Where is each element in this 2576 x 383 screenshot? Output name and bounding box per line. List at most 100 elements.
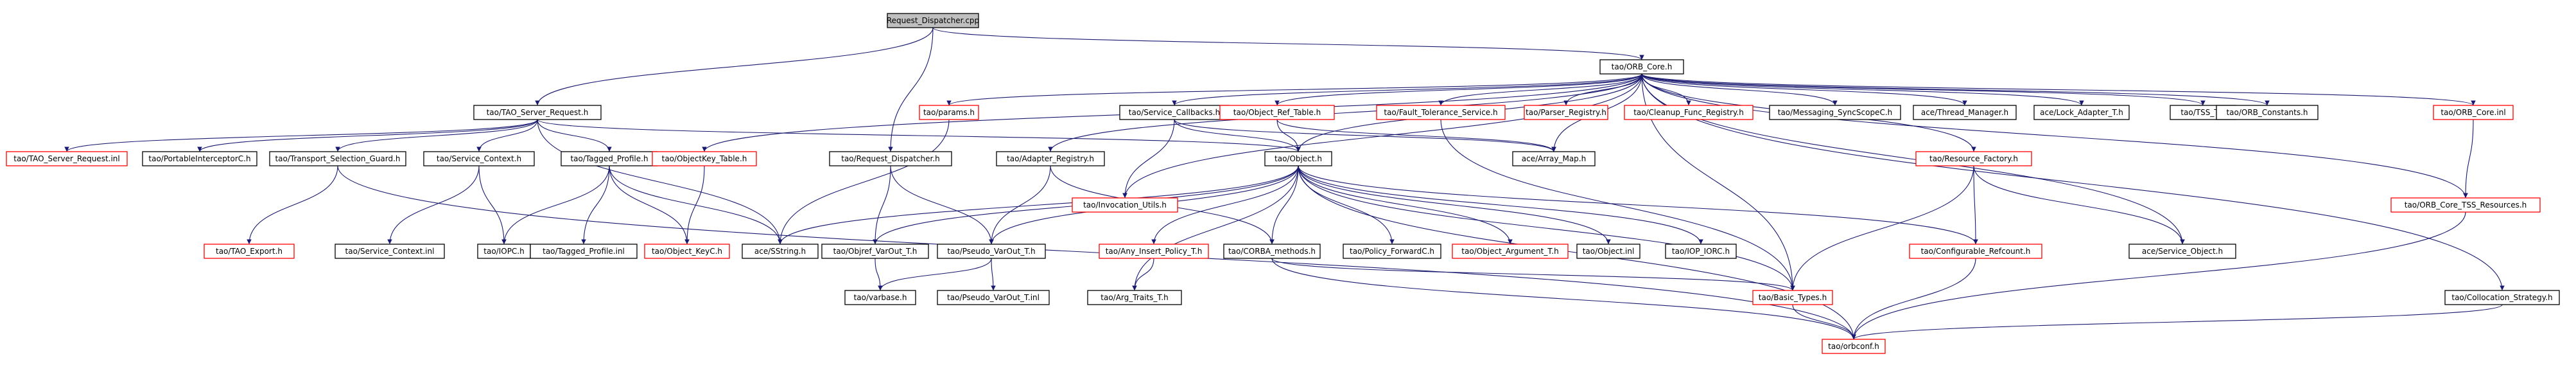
include-file-node[interactable]: tao/Basic_Types.h (1752, 290, 1833, 305)
include-file-node[interactable]: tao/Policy_ForwardC.h (1343, 244, 1441, 259)
include-file-node[interactable]: tao/IOP_IORC.h (1665, 244, 1737, 259)
node-box (2433, 105, 2514, 120)
node-box (821, 244, 929, 259)
node-box (1219, 105, 1335, 120)
include-file-node[interactable]: tao/Service_Callbacks.h (1119, 105, 1230, 120)
include-file-node[interactable]: tao/PortableInterceptorC.h (142, 151, 257, 166)
include-file-node[interactable]: tao/Adapter_Registry.h (996, 151, 1105, 166)
include-file-node[interactable]: tao/Service_Context.h (423, 151, 535, 166)
include-file-node[interactable]: tao/Object.h (1264, 151, 1332, 166)
node-box (1913, 105, 2017, 120)
edge-n1-n22 (1048, 73, 1642, 152)
include-file-node[interactable]: ace/SString.h (742, 244, 819, 259)
node-box (2216, 105, 2319, 120)
include-file-node[interactable]: tao/Object.inl (1576, 244, 1640, 259)
node-box (1576, 244, 1640, 259)
include-file-node[interactable]: tao/ORB_Core.inl (2433, 105, 2514, 120)
include-file-node[interactable]: tao/Request_Dispatcher.h (829, 151, 952, 166)
edge-n2-n33 (537, 119, 783, 245)
edge-n24-n41 (1298, 165, 1703, 245)
include-file-node[interactable]: tao/Object_Argument_T.h (1452, 244, 1569, 259)
node-box (919, 105, 979, 120)
include-file-node[interactable]: tao/Parser_Registry.h (1524, 105, 1608, 120)
node-box (1524, 105, 1608, 120)
edge-n1-n12 (1641, 73, 2206, 106)
include-file-node[interactable]: tao/Pseudo_VarOut_T.h (937, 244, 1046, 259)
include-file-node[interactable]: tao/Tagged_Profile.inl (530, 244, 638, 259)
include-file-node[interactable]: tao/Object_KeyC.h (644, 244, 730, 259)
include-file-node[interactable]: tao/params.h (919, 105, 979, 120)
node-box (1343, 244, 1441, 259)
node-label: tao/Messaging_SyncScopeC.h (1778, 108, 1893, 117)
node-label: tao/orbconf.h (1828, 342, 1879, 351)
include-file-node[interactable]: tao/Cleanup_Func_Registry.h (1624, 105, 1754, 120)
include-file-node[interactable]: ace/Lock_Adapter_T.h (2033, 105, 2130, 120)
include-file-node[interactable]: tao/IOPC.h (477, 244, 531, 259)
edge-n1-n13 (1641, 73, 2270, 106)
include-file-node[interactable]: tao/Messaging_SyncScopeC.h (1769, 105, 1901, 120)
include-file-node[interactable]: tao/ORB_Core_TSS_Resources.h (2390, 197, 2541, 213)
edge-n4-n23 (1122, 119, 1175, 199)
node-label: tao/Resource_Factory.h (1929, 154, 2018, 163)
node-box (473, 105, 602, 120)
node-label: tao/PortableInterceptorC.h (148, 154, 250, 163)
node-box (1512, 151, 1596, 166)
node-box (644, 244, 730, 259)
edge-n26-n43 (1973, 165, 2185, 245)
node-label: ace/SString.h (754, 247, 806, 256)
edge-n47-n49 (1792, 304, 1856, 340)
include-file-node[interactable]: ace/Thread_Manager.h (1913, 105, 2017, 120)
node-label: tao/Adapter_Registry.h (1007, 154, 1094, 163)
node-box (6, 151, 128, 166)
edge-n35-n45 (991, 258, 996, 291)
node-label: tao/Tagged_Profile.inl (543, 247, 625, 256)
edge-n19-n33 (609, 165, 783, 245)
include-file-node[interactable]: tao/Pseudo_VarOut_T.inl (937, 290, 1050, 305)
edge-n18-n30 (478, 165, 507, 245)
include-file-node[interactable]: tao/TAO_Server_Request.h (473, 105, 602, 120)
include-file-node[interactable]: tao/Invocation_Utils.h (1072, 197, 1178, 213)
include-file-node[interactable]: ace/Array_Map.h (1512, 151, 1596, 166)
include-file-node[interactable]: tao/varbase.h (844, 290, 916, 305)
edge-n26-n47 (1790, 165, 1974, 291)
include-file-node[interactable]: tao/CORBA_methods.h (1223, 244, 1321, 259)
edge-n24-n47 (1298, 165, 1795, 291)
node-box (937, 244, 1046, 259)
include-file-node[interactable]: tao/ORB_Constants.h (2216, 105, 2319, 120)
node-label: tao/Transport_Selection_Guard.h (275, 154, 400, 163)
edge-n21-n34 (873, 165, 891, 245)
include-file-node[interactable]: tao/orbconf.h (1822, 339, 1886, 354)
include-file-node[interactable]: tao/TAO_Export.h (204, 244, 295, 259)
node-label: tao/Objref_VarOut_T.h (833, 247, 918, 256)
include-file-node[interactable]: tao/Fault_Tolerance_Service.h (1376, 105, 1506, 120)
include-file-node[interactable]: tao/Object_Ref_Table.h (1219, 105, 1335, 120)
include-file-node[interactable]: tao/ObjectKey_Table.h (652, 151, 757, 166)
node-label: tao/Pseudo_VarOut_T.inl (947, 293, 1040, 302)
include-file-node[interactable]: tao/Objref_VarOut_T.h (821, 244, 929, 259)
edge-n42-n49 (1851, 258, 1976, 340)
node-label: tao/params.h (923, 108, 975, 117)
include-file-node[interactable]: tao/Service_Context.inl (335, 244, 445, 259)
include-file-node[interactable]: tao/Tagged_Profile.h (561, 151, 658, 166)
node-label: tao/Invocation_Utils.h (1083, 200, 1167, 209)
node-box (2128, 244, 2236, 259)
edge-n24-n33 (778, 165, 1299, 245)
include-file-node[interactable]: tao/Transport_Selection_Guard.h (269, 151, 406, 166)
edge-n1-n27 (1641, 73, 2468, 199)
include-file-node[interactable]: tao/Arg_Traits_T.h (1087, 290, 1182, 305)
root-file-node: Request_Dispatcher.cpp (887, 13, 979, 28)
node-label: tao/Collocation_Strategy.h (2451, 293, 2552, 302)
node-box (1915, 151, 2032, 166)
include-file-node[interactable]: tao/Any_Insert_Policy_T.h (1099, 244, 1209, 259)
node-label: tao/Basic_Types.h (1759, 293, 1827, 302)
include-file-node[interactable]: tao/Collocation_Strategy.h (2444, 290, 2560, 305)
edge-n1-n9 (1641, 73, 1838, 106)
include-file-node[interactable]: tao/Configurable_Refcount.h (1909, 244, 2042, 259)
include-file-node[interactable]: ace/Service_Object.h (2128, 244, 2236, 259)
node-box (1072, 197, 1178, 213)
include-file-node[interactable]: tao/TAO_Server_Request.inl (6, 151, 128, 166)
edge-n2-n24 (537, 119, 1301, 152)
include-file-node[interactable]: tao/ORB_Core.h (1599, 59, 1684, 75)
edge-n48-n49 (1851, 304, 2503, 340)
include-file-node[interactable]: tao/Resource_Factory.h (1915, 151, 2032, 166)
